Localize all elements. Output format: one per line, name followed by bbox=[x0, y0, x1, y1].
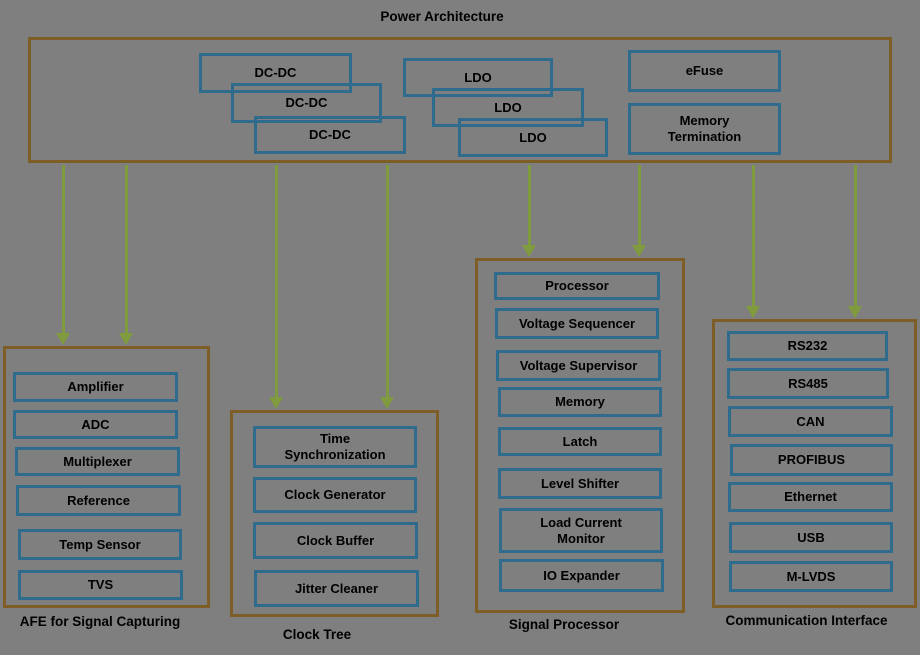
block-latch: Latch bbox=[498, 427, 662, 456]
block-label: RS485 bbox=[788, 375, 828, 391]
block-label: CAN bbox=[796, 413, 825, 429]
flow-arrow-head bbox=[269, 397, 283, 409]
flow-arrow-head bbox=[56, 333, 70, 345]
flow-arrow-line bbox=[854, 165, 857, 308]
block-clock-buffer: Clock Buffer bbox=[253, 522, 418, 559]
power-container bbox=[28, 37, 892, 163]
block-time-synchronization: Time Synchronization bbox=[253, 426, 417, 468]
group-label-clock-tree: Clock Tree bbox=[282, 627, 352, 642]
block-ldo: LDO bbox=[458, 118, 608, 157]
flow-arrow-line bbox=[62, 165, 65, 335]
block-label: Ethernet bbox=[784, 489, 837, 504]
group-label-afe-for-signal-capturing: AFE for Signal Capturing bbox=[19, 614, 181, 629]
flow-arrow-line bbox=[386, 165, 389, 399]
block-label: PROFIBUS bbox=[777, 452, 846, 467]
block-label: LDO bbox=[519, 129, 547, 145]
block-io-expander: IO Expander bbox=[499, 559, 664, 592]
group-label-communication-interface: Communication Interface bbox=[725, 613, 888, 628]
block-ethernet: Ethernet bbox=[728, 482, 893, 512]
block-adc: ADC bbox=[13, 410, 178, 439]
flow-arrow-head bbox=[746, 306, 760, 318]
block-reference: Reference bbox=[16, 485, 181, 516]
block-label: IO Expander bbox=[543, 567, 620, 583]
group-signal-processor bbox=[475, 258, 685, 613]
block-label: Reference bbox=[67, 492, 130, 508]
block-label: Amplifier bbox=[67, 379, 124, 394]
group-afe-for-signal-capturing bbox=[3, 346, 210, 608]
block-label: Time Synchronization bbox=[284, 431, 386, 462]
flow-arrow-line bbox=[752, 165, 755, 308]
block-tvs: TVS bbox=[18, 570, 183, 600]
block-label: Multiplexer bbox=[63, 453, 132, 469]
block-memory-termination: Memory Termination bbox=[628, 103, 781, 155]
block-jitter-cleaner: Jitter Cleaner bbox=[254, 570, 419, 607]
block-label: Memory bbox=[555, 394, 605, 409]
flow-arrow-head bbox=[119, 333, 133, 345]
block-label: Processor bbox=[545, 278, 609, 293]
diagram-title: Power Architecture bbox=[380, 9, 504, 24]
block-label: ADC bbox=[81, 416, 110, 432]
flow-arrow-line bbox=[125, 165, 128, 335]
block-level-shifter: Level Shifter bbox=[498, 468, 662, 499]
block-load-current-monitor: Load Current Monitor bbox=[499, 508, 663, 553]
block-label: LDO bbox=[464, 69, 492, 85]
flow-arrow-line bbox=[275, 165, 278, 399]
block-label: DC-DC bbox=[254, 65, 297, 80]
block-rs485: RS485 bbox=[727, 368, 889, 399]
block-label: Voltage Sequencer bbox=[518, 315, 636, 331]
block-label: Voltage Supervisor bbox=[519, 357, 638, 373]
block-label: eFuse bbox=[685, 63, 724, 78]
block-label: DC-DC bbox=[309, 127, 351, 142]
block-multiplexer: Multiplexer bbox=[15, 447, 180, 476]
flow-arrow-head bbox=[522, 245, 536, 257]
block-dc-dc: DC-DC bbox=[199, 53, 352, 93]
flow-arrow-head bbox=[848, 306, 862, 318]
block-profibus: PROFIBUS bbox=[730, 444, 893, 476]
block-label: M-LVDS bbox=[786, 568, 836, 584]
block-label: DC-DC bbox=[285, 95, 328, 110]
block-processor: Processor bbox=[494, 272, 660, 300]
block-label: LDO bbox=[494, 99, 522, 115]
block-label: TVS bbox=[87, 577, 114, 592]
block-memory: Memory bbox=[498, 387, 662, 417]
block-m-lvds: M-LVDS bbox=[729, 561, 893, 592]
block-dc-dc: DC-DC bbox=[254, 116, 406, 154]
block-amplifier: Amplifier bbox=[13, 372, 178, 402]
block-efuse: eFuse bbox=[628, 50, 781, 92]
block-ldo: LDO bbox=[432, 88, 584, 127]
block-clock-generator: Clock Generator bbox=[253, 477, 417, 513]
block-label: Load Current Monitor bbox=[540, 514, 622, 546]
group-communication-interface bbox=[712, 319, 917, 608]
group-label-signal-processor: Signal Processor bbox=[508, 617, 620, 632]
block-label: RS232 bbox=[787, 338, 828, 353]
block-voltage-supervisor: Voltage Supervisor bbox=[496, 350, 661, 381]
block-ldo: LDO bbox=[403, 58, 553, 97]
block-can: CAN bbox=[728, 406, 893, 437]
flow-arrow-head bbox=[380, 397, 394, 409]
block-usb: USB bbox=[729, 522, 893, 553]
group-clock-tree bbox=[230, 410, 439, 617]
block-dc-dc: DC-DC bbox=[231, 83, 382, 123]
block-label: Clock Buffer bbox=[296, 532, 375, 548]
block-rs232: RS232 bbox=[727, 331, 888, 361]
flow-arrow-line bbox=[528, 165, 531, 247]
block-voltage-sequencer: Voltage Sequencer bbox=[495, 308, 659, 339]
block-label: USB bbox=[797, 529, 825, 545]
flow-arrow-line bbox=[638, 165, 641, 247]
block-label: Level Shifter bbox=[540, 475, 620, 491]
block-temp-sensor: Temp Sensor bbox=[18, 529, 182, 560]
block-label: Latch bbox=[562, 433, 598, 449]
block-label: Temp Sensor bbox=[59, 536, 141, 552]
block-label: Memory Termination bbox=[667, 113, 742, 144]
block-label: Jitter Cleaner bbox=[294, 580, 379, 596]
flow-arrow-head bbox=[632, 245, 646, 257]
block-label: Clock Generator bbox=[284, 487, 386, 502]
